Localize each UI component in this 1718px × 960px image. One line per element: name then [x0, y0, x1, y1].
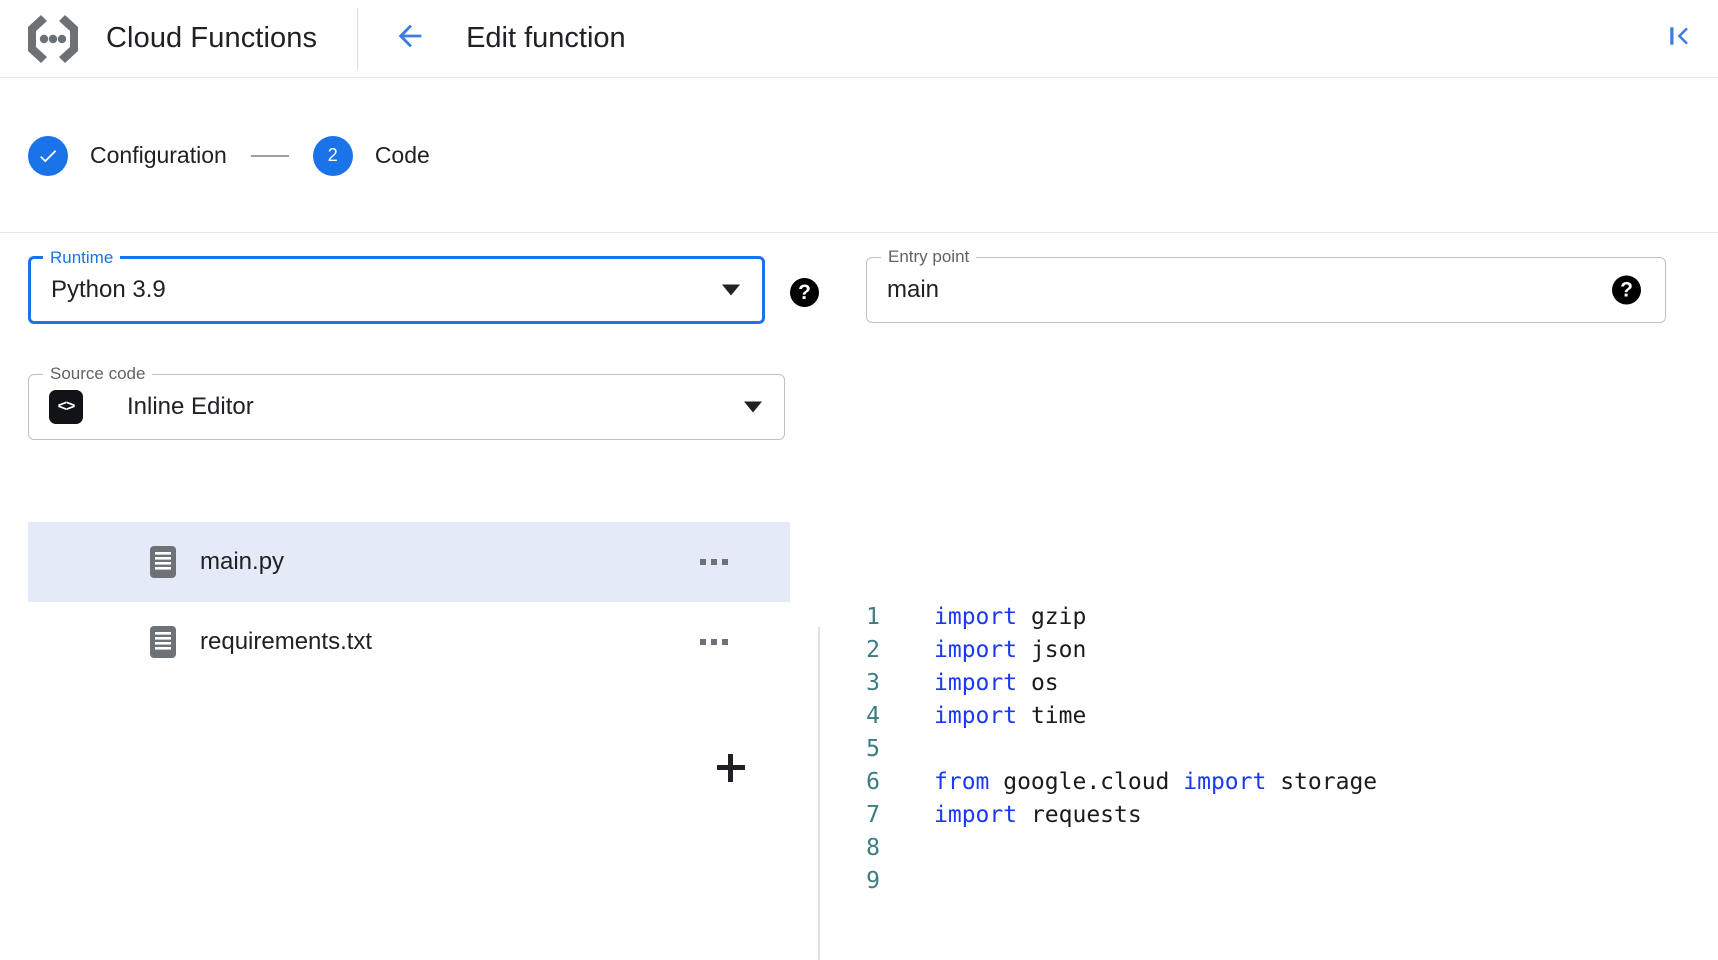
- stepper-label-code: Code: [374, 142, 430, 168]
- code-line-7: 7 import requests: [820, 798, 1718, 831]
- code-line-3: 3 import os: [820, 666, 1718, 699]
- file-icon: [150, 626, 176, 658]
- app-bar: Cloud Functions Edit function: [0, 0, 1718, 78]
- runtime-value: Python 3.9: [51, 276, 166, 303]
- file-name: main.py: [200, 548, 285, 575]
- code-text: import gzip: [934, 604, 1086, 630]
- step-marker-active: 2: [312, 135, 353, 176]
- file-list-item-main-py[interactable]: main.py: [28, 522, 790, 602]
- code-text: import json: [934, 637, 1086, 663]
- code-keyword: import: [934, 636, 1018, 663]
- add-file-button[interactable]: [705, 742, 757, 794]
- code-identifier: requests: [1017, 801, 1142, 828]
- source-code-value: Inline Editor: [127, 393, 254, 420]
- file-list: main.py requirements.txt: [0, 522, 818, 682]
- stepper: Configuration 2 Code: [0, 79, 1718, 233]
- step-marker-complete: [28, 135, 68, 176]
- code-keyword: from: [934, 768, 990, 795]
- chevron-down-icon[interactable]: [744, 401, 762, 413]
- entry-point-label: Entry point: [881, 247, 977, 267]
- code-brackets-glyph: <>: [57, 398, 76, 415]
- more-options-icon[interactable]: [700, 639, 728, 645]
- line-number: 2: [866, 636, 880, 663]
- entry-point-input[interactable]: Entry point main ?: [866, 247, 1666, 323]
- code-identifier: google.cloud: [989, 768, 1184, 795]
- code-editor[interactable]: 1 import gzip 2 import json 3 import os 4 impor…: [820, 594, 1718, 960]
- entry-point-value: main: [887, 276, 940, 303]
- code-line-5: 5: [820, 732, 1718, 765]
- file-name: requirements.txt: [200, 628, 373, 655]
- line-number: 8: [866, 834, 880, 861]
- code-line-4: 4 import time: [820, 699, 1718, 732]
- code-keyword: import: [934, 603, 1018, 630]
- line-number: 3: [866, 669, 880, 696]
- line-number: 6: [866, 768, 880, 795]
- source-code-select[interactable]: Source code <> Inline Editor: [28, 364, 785, 440]
- source-code-label: Source code: [43, 364, 153, 384]
- stepper-step-code[interactable]: 2 Code: [312, 135, 430, 176]
- collapse-panel-button[interactable]: [1656, 15, 1704, 63]
- line-number: 5: [866, 735, 880, 762]
- runtime-help-icon[interactable]: ?: [790, 278, 819, 307]
- brand-title: Cloud Functions: [106, 22, 318, 54]
- cloud-functions-logo: [24, 13, 82, 65]
- app-bar-divider: [357, 7, 359, 70]
- code-line-2: 2 import json: [820, 633, 1718, 666]
- more-options-icon[interactable]: [700, 559, 728, 565]
- code-text: from google.cloud import storage: [934, 769, 1377, 795]
- runtime-label: Runtime: [43, 248, 121, 268]
- line-number: 9: [866, 867, 880, 894]
- code-identifier: time: [1017, 702, 1087, 729]
- code-text: import requests: [934, 802, 1142, 828]
- brand[interactable]: Cloud Functions: [0, 0, 317, 78]
- code-keyword: import: [1183, 768, 1267, 795]
- code-line-9: 9: [820, 864, 1718, 897]
- entry-point-help-icon[interactable]: ?: [1612, 275, 1641, 305]
- code-keyword: import: [934, 702, 1018, 729]
- back-button[interactable]: [386, 15, 434, 63]
- stepper-connector: [250, 154, 289, 157]
- code-text: import os: [934, 670, 1059, 696]
- code-text: import time: [934, 703, 1086, 729]
- line-number: 1: [866, 603, 880, 630]
- file-icon: [150, 546, 176, 578]
- line-number: 7: [866, 801, 880, 828]
- code-keyword: import: [934, 801, 1018, 828]
- runtime-select[interactable]: Runtime Python 3.9: [28, 248, 765, 324]
- chevron-down-icon[interactable]: [722, 284, 740, 296]
- code-identifier: gzip: [1017, 603, 1087, 630]
- collapse-panel-left-icon: [1665, 21, 1695, 56]
- plus-icon: [717, 754, 745, 782]
- code-line-6: 6 from google.cloud import storage: [820, 765, 1718, 798]
- code-identifier: os: [1017, 669, 1059, 696]
- code-identifier: json: [1017, 636, 1087, 663]
- arrow-left-icon: [393, 19, 427, 58]
- code-line-1: 1 import gzip: [820, 600, 1718, 633]
- code-identifier: storage: [1266, 768, 1378, 795]
- file-list-item-requirements-txt[interactable]: requirements.txt: [28, 602, 790, 682]
- page-title: Edit function: [466, 22, 626, 54]
- line-number: 4: [866, 702, 880, 729]
- code-line-8: 8: [820, 831, 1718, 864]
- code-keyword: import: [934, 669, 1018, 696]
- stepper-step-configuration[interactable]: Configuration: [28, 135, 227, 176]
- content-area: Runtime Python 3.9 ? Entry point main ? …: [0, 234, 1718, 960]
- code-brackets-icon: <>: [49, 390, 83, 424]
- stepper-label-configuration: Configuration: [90, 142, 227, 168]
